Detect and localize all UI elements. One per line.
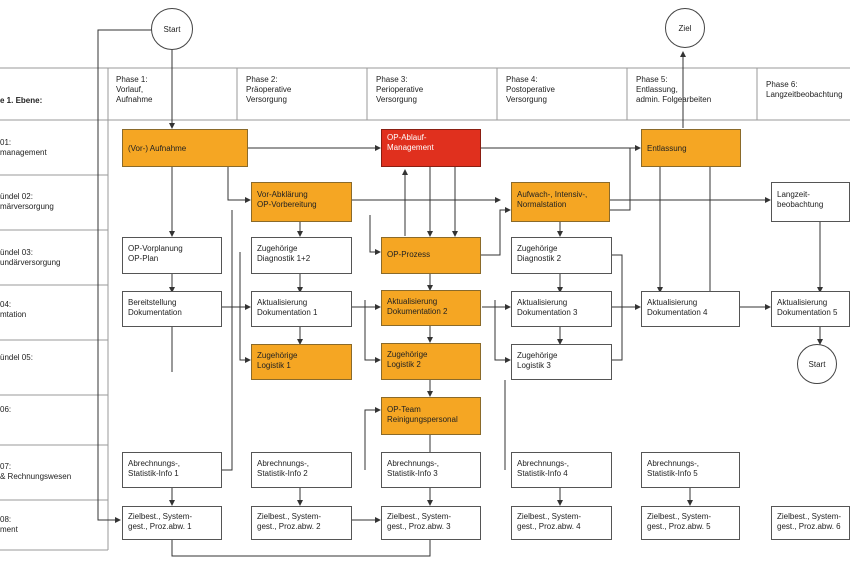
logistik-1-box: Zugehörige Logistik 1 <box>251 344 352 380</box>
op-vorplanung-box: OP-Vorplanung OP-Plan <box>122 237 222 274</box>
row-label-5: ündel 05: <box>0 353 33 362</box>
op-team-box: OP-Team Reinigungspersonal <box>381 397 481 435</box>
entlassung-box: Entlassung <box>641 129 741 167</box>
row-label-1: 01: management <box>0 138 47 157</box>
logistik-3-box: Zugehörige Logistik 3 <box>511 344 612 380</box>
vor-aufnahme-box: (Vor-) Aufnahme <box>122 129 248 167</box>
row-label-6: 06: <box>0 405 12 414</box>
phase-2-header: Phase 2: Präoperative Versorgung <box>246 75 292 104</box>
start-terminal-top: Start <box>151 8 193 50</box>
row-label-2: ündel 02: märversorgung <box>0 192 54 211</box>
aktualisierung-1-box: Aktualisierung Dokumentation 1 <box>251 291 352 327</box>
phase-1-header: Phase 1: Vorlauf, Aufnahme <box>116 75 153 104</box>
aktualisierung-4-box: Aktualisierung Dokumentation 4 <box>641 291 740 327</box>
aufwach-box: Aufwach-, Intensiv-, Normalstation <box>511 182 610 222</box>
grid-lines <box>0 67 850 551</box>
abrechnung-5-box: Abrechnungs-, Statistik-Info 5 <box>641 452 740 488</box>
diagnostik-2-box: Zugehörige Diagnostik 2 <box>511 237 612 274</box>
zielbest-1-box: Zielbest., System- gest., Proz.abw. 1 <box>122 506 222 540</box>
abrechnung-4-box: Abrechnungs-, Statistik-Info 4 <box>511 452 612 488</box>
abrechnung-1-box: Abrechnungs-, Statistik-Info 1 <box>122 452 222 488</box>
flow-connectors <box>97 29 823 557</box>
phase-4-header: Phase 4: Postoperative Versorgung <box>506 75 555 104</box>
ziel-terminal: Ziel <box>665 8 705 48</box>
aktualisierung-3-box: Aktualisierung Dokumentation 3 <box>511 291 612 327</box>
level-label: e 1. Ebene: <box>0 96 43 105</box>
op-prozess-box: OP-Prozess <box>381 237 481 274</box>
row-label-8: 08: ment <box>0 515 18 534</box>
vor-abklaerung-box: Vor-Abklärung OP-Vorbereitung <box>251 182 352 222</box>
bereitstellung-box: Bereitstellung Dokumentation <box>122 291 222 327</box>
zielbest-4-box: Zielbest., System- gest., Proz.abw. 4 <box>511 506 612 540</box>
phase-6-header: Phase 6: Langzeitbeobachtung <box>766 80 843 99</box>
zielbest-6-box: Zielbest., System- gest., Proz.abw. 6 <box>771 506 850 540</box>
row-label-7: 07: & Rechnungswesen <box>0 462 72 481</box>
aktualisierung-2-box: Aktualisierung Dokumentation 2 <box>381 290 481 326</box>
op-ablauf-box: OP-Ablauf- Management <box>381 129 481 167</box>
zielbest-5-box: Zielbest., System- gest., Proz.abw. 5 <box>641 506 740 540</box>
phase-5-header: Phase 5: Entlassung, admin. Folgearbeite… <box>636 75 712 104</box>
start-terminal-bottom: Start <box>797 344 837 384</box>
logistik-2-box: Zugehörige Logistik 2 <box>381 343 481 380</box>
phase-3-header: Phase 3: Perioperative Versorgung <box>376 75 424 104</box>
zielbest-2-box: Zielbest., System- gest., Proz.abw. 2 <box>251 506 352 540</box>
diagnostik-12-box: Zugehörige Diagnostik 1+2 <box>251 237 352 274</box>
zielbest-3-box: Zielbest., System- gest., Proz.abw. 3 <box>381 506 481 540</box>
row-label-3: ündel 03: undärversorgung <box>0 248 61 267</box>
langzeit-box: Langzeit- beobachtung <box>771 182 850 222</box>
abrechnung-2-box: Abrechnungs-, Statistik-Info 2 <box>251 452 352 488</box>
row-label-4: 04: mtation <box>0 300 27 319</box>
abrechnung-3-box: Abrechnungs-, Statistik-Info 3 <box>381 452 481 488</box>
aktualisierung-5-box: Aktualisierung Dokumentation 5 <box>771 291 850 327</box>
